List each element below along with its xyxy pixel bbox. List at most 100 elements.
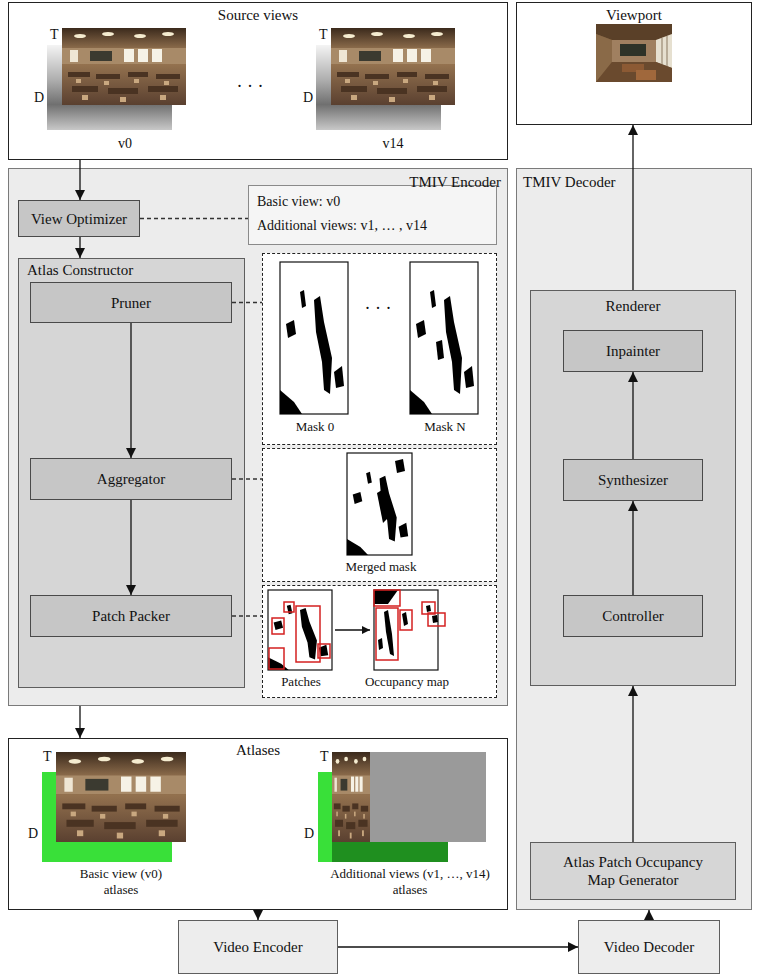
occupancy-map-picture-part	[384, 610, 394, 656]
box-label: Atlas Patch Occupancy Map Generator	[549, 853, 717, 889]
process-box: Aggregator	[30, 458, 232, 500]
mask-0-picture-part	[280, 262, 348, 414]
viewport-picture-part	[662, 36, 667, 66]
box-label: Video Decoder	[604, 938, 694, 956]
mask-n-picture-part	[436, 340, 444, 360]
patch-to-occupancy-arrow-part	[335, 629, 370, 630]
merged-mask-picture-part	[347, 472, 408, 555]
ellipsis: · · ·	[348, 298, 408, 320]
source-view-v0-picture-part	[62, 28, 186, 105]
node-title: TMIV Encoder	[309, 173, 501, 191]
occupancy-map-picture-part	[374, 590, 398, 604]
codec-box: Video Decoder	[578, 920, 720, 974]
patches-picture-part-part	[268, 605, 328, 670]
flow-arrow	[632, 372, 633, 459]
flow-arrow	[79, 706, 80, 738]
depth-tag: D	[304, 826, 318, 843]
node-title: Source views	[9, 6, 507, 24]
texture-tag: T	[319, 27, 333, 44]
process-box: View Optimizer	[18, 200, 140, 237]
viewport-picture-part	[656, 34, 672, 68]
occupancy-map-picture-part	[378, 638, 383, 650]
process-box: Synthesizer	[563, 459, 703, 501]
viewport-picture-part	[620, 44, 646, 56]
occupancy-map-picture-part	[374, 590, 400, 606]
source-view-v0-picture	[47, 28, 186, 130]
viewport-picture-part	[636, 70, 656, 80]
node-title: Renderer	[531, 297, 735, 315]
node-title: Viewport	[517, 6, 751, 24]
node-title: Occupancy map	[347, 674, 467, 690]
mask-n-picture	[410, 262, 478, 414]
atlas-caption: Basic view (v0) atlases	[66, 866, 176, 897]
flow-arrow	[130, 500, 131, 595]
depth-tag: D	[303, 90, 317, 107]
flow-arrow	[632, 501, 633, 595]
process-box: Controller	[563, 595, 703, 637]
node-title: Basic view: v0	[257, 194, 492, 211]
info-box: Basic view: v0Additional views: v1, … , …	[248, 185, 497, 245]
flow-arrow	[338, 946, 578, 947]
occupancy-map-picture-part	[426, 605, 431, 612]
flow-arrow	[130, 323, 131, 458]
patches-picture-part	[318, 644, 330, 658]
occupancy-map-picture-part	[400, 610, 412, 630]
merged-mask-picture-part-part	[347, 472, 408, 555]
patches-picture-part	[268, 605, 328, 670]
depth-tag: D	[28, 826, 42, 843]
view-name: v14	[363, 136, 423, 153]
texture-tag: T	[43, 749, 57, 766]
merged-mask-picture-part	[377, 487, 391, 523]
mask-n-picture-part	[410, 290, 474, 414]
node-title: TMIV Decoder	[523, 173, 673, 191]
sub-module: RendererInpainterSynthesizerController	[530, 290, 736, 686]
node-title: Patches	[263, 674, 339, 690]
box-label: Controller	[602, 607, 664, 625]
viewport-picture-part	[612, 40, 656, 62]
occupancy-map-picture-part	[402, 612, 408, 626]
depth-tag: D	[34, 90, 48, 107]
merged-mask-picture-part	[347, 453, 412, 555]
viewport-picture-part	[596, 24, 672, 82]
patches-picture-part	[269, 648, 284, 669]
flow-arrow	[79, 237, 80, 258]
patches-picture-part	[296, 606, 320, 662]
mask-0-picture-part	[280, 290, 344, 414]
patches-picture-part	[272, 618, 284, 634]
node-title: Merged mask	[321, 559, 441, 575]
node-title: Atlas Constructor	[27, 261, 237, 279]
patches-picture-part	[284, 602, 294, 612]
source-view-v14-picture	[316, 28, 455, 130]
flow-arrow	[632, 686, 633, 842]
source-view-v14-picture-part	[331, 28, 455, 105]
box-label: Synthesizer	[598, 471, 668, 489]
flow-arrow	[257, 910, 258, 920]
texture-tag: T	[50, 27, 64, 44]
sub-module: Atlas ConstructorPrunerAggregatorPatch P…	[18, 258, 245, 688]
node-title: Atlases	[9, 741, 507, 759]
ellipsis: · · ·	[220, 76, 280, 98]
viewport-picture-part	[596, 62, 672, 82]
merged-mask-picture-part	[395, 459, 405, 473]
patches-picture-part	[268, 590, 332, 670]
additional-views-atlas-picture-part	[332, 842, 448, 862]
viewport-picture	[596, 24, 672, 82]
box-label: Inpainter	[606, 342, 660, 360]
occupancy-map-picture-part	[432, 615, 438, 623]
box-label: View Optimizer	[31, 210, 127, 228]
additional-views-atlas-picture-part	[332, 752, 370, 842]
basic-view-atlas-picture	[42, 752, 186, 862]
box-label: Aggregator	[97, 470, 165, 488]
flow-arrow	[79, 160, 80, 200]
process-box: Patch Packer	[30, 595, 232, 637]
atlas-caption: Additional views (v1, …, v14) atlases	[315, 866, 505, 897]
basic-view-atlas-picture-part	[56, 752, 186, 842]
process-box: Pruner	[30, 282, 232, 323]
occupancy-map-picture-part	[376, 608, 398, 660]
texture-tag: T	[320, 749, 334, 766]
box-label: Pruner	[111, 294, 151, 312]
module-panel: TMIV DecoderRendererInpainterSynthesizer…	[516, 168, 752, 910]
patches-picture	[268, 590, 332, 670]
sub-module: Atlas Patch Occupancy Map Generator	[530, 842, 736, 900]
